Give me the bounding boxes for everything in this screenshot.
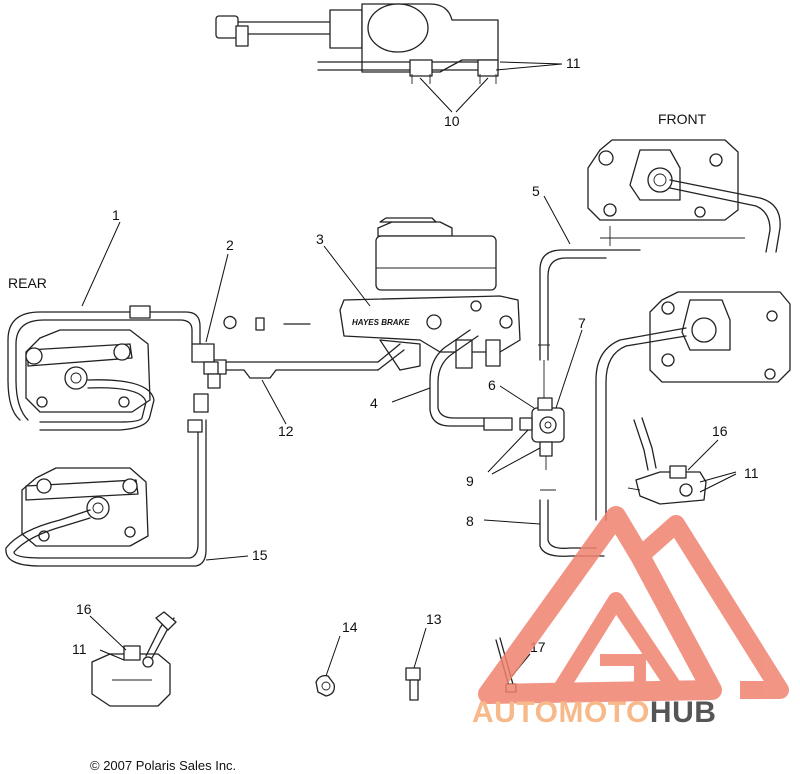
- callout-5: 5: [532, 183, 540, 199]
- front-section-label: FRONT: [658, 111, 707, 127]
- callout-15: 15: [252, 547, 268, 563]
- callout-12: 12: [278, 423, 294, 439]
- callout-6: 6: [488, 377, 496, 393]
- line-12: [213, 343, 405, 379]
- logo-wordmark-part1: AUTOMOTO: [472, 696, 650, 729]
- logo-triangle-inner: [553, 592, 683, 695]
- callout-10: 10: [444, 113, 460, 129]
- logo-hook: [600, 654, 646, 690]
- left-small-caliper: [91, 611, 177, 707]
- callout-7: 7: [578, 315, 586, 331]
- callout-16-left: 16: [76, 601, 92, 617]
- rear-brake-lines: [5, 305, 209, 567]
- fitting-13: [405, 667, 421, 701]
- callout-11-top: 11: [566, 55, 581, 71]
- copyright-text: © 2007 Polaris Sales Inc.: [90, 758, 236, 773]
- rear-section-label: REAR: [8, 275, 47, 291]
- callout-1: 1: [112, 207, 120, 223]
- automotohub-logo: [478, 506, 789, 704]
- leader-lines: [81, 61, 737, 677]
- right-small-caliper: [627, 417, 707, 505]
- rear-caliper-upper: [25, 329, 155, 431]
- callout-2: 2: [226, 237, 234, 253]
- logo-wordmark: AUTOMOTOHUB: [472, 696, 716, 729]
- rear-tee-junction: [191, 343, 221, 389]
- callout-9: 9: [466, 473, 474, 489]
- callout-8: 8: [466, 513, 474, 529]
- line-4: [429, 329, 513, 431]
- rear-caliper-lower: [21, 467, 149, 547]
- distribution-block: [519, 344, 565, 491]
- logo-wordmark-part2: HUB: [650, 696, 717, 729]
- callout-13: 13: [426, 611, 442, 627]
- foot-master-cylinder: HAYES BRAKE: [223, 217, 521, 371]
- hand-master-cylinder-assembly: [215, 3, 499, 84]
- front-caliper-upper: [587, 139, 781, 253]
- callout-4: 4: [370, 395, 378, 411]
- callout-labels: 1 2 3 4 5 6 7 8 9 10 11 11 11 12 13 14 1…: [72, 55, 759, 657]
- callout-16-right: 16: [712, 423, 728, 439]
- front-brake-lines: [539, 249, 641, 557]
- logo-triangle-right: [634, 515, 789, 699]
- callout-11-right: 11: [744, 465, 759, 481]
- clip-14: [315, 674, 335, 697]
- callout-14: 14: [342, 619, 358, 635]
- callout-3: 3: [316, 231, 324, 247]
- callout-11-left: 11: [72, 641, 87, 657]
- front-caliper-lower: [595, 291, 791, 521]
- master-cylinder-brand-text: HAYES BRAKE: [352, 318, 410, 327]
